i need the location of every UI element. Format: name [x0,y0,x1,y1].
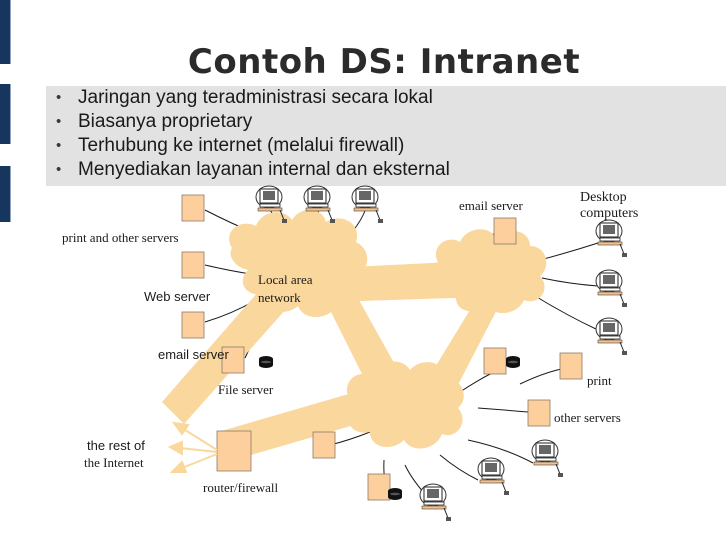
internet-label: the Internet [84,455,144,470]
print-servers-label: print and other servers [62,230,179,245]
bullet-list: Jaringan yang teradministrasi secara lok… [46,86,726,186]
bullet-item: Menyediakan layanan internal dan ekstern… [46,158,726,182]
bullet-item: Jaringan yang teradministrasi secara lok… [46,86,726,110]
title-decoration-bar [0,0,11,64]
lan-label: Local area [258,272,313,287]
computers-label: computers [580,206,639,221]
lan-label: network [258,290,301,305]
other-servers-label: other servers [554,410,621,425]
network-shape [162,209,547,460]
title-decoration-bar [0,166,11,222]
file-server-label: File server [218,382,274,397]
email-server-label: email server [158,347,229,362]
desktop-label: Desktop [580,190,627,205]
arrow-icon [167,421,218,473]
print-label: print [587,373,612,388]
title-decoration-bar [0,84,11,144]
router-firewall-label: router/firewall [203,480,279,495]
email-server-label: email server [459,198,523,213]
bullet-item: Biasanya proprietary [46,110,726,134]
bullet-item: Terhubung ke internet (melalui firewall) [46,134,726,158]
router-firewall-box [216,430,252,472]
web-server-label: Web server [144,289,211,304]
internet-label: the rest of [87,438,145,453]
slide-title: Contoh DS: Intranet [187,42,581,82]
